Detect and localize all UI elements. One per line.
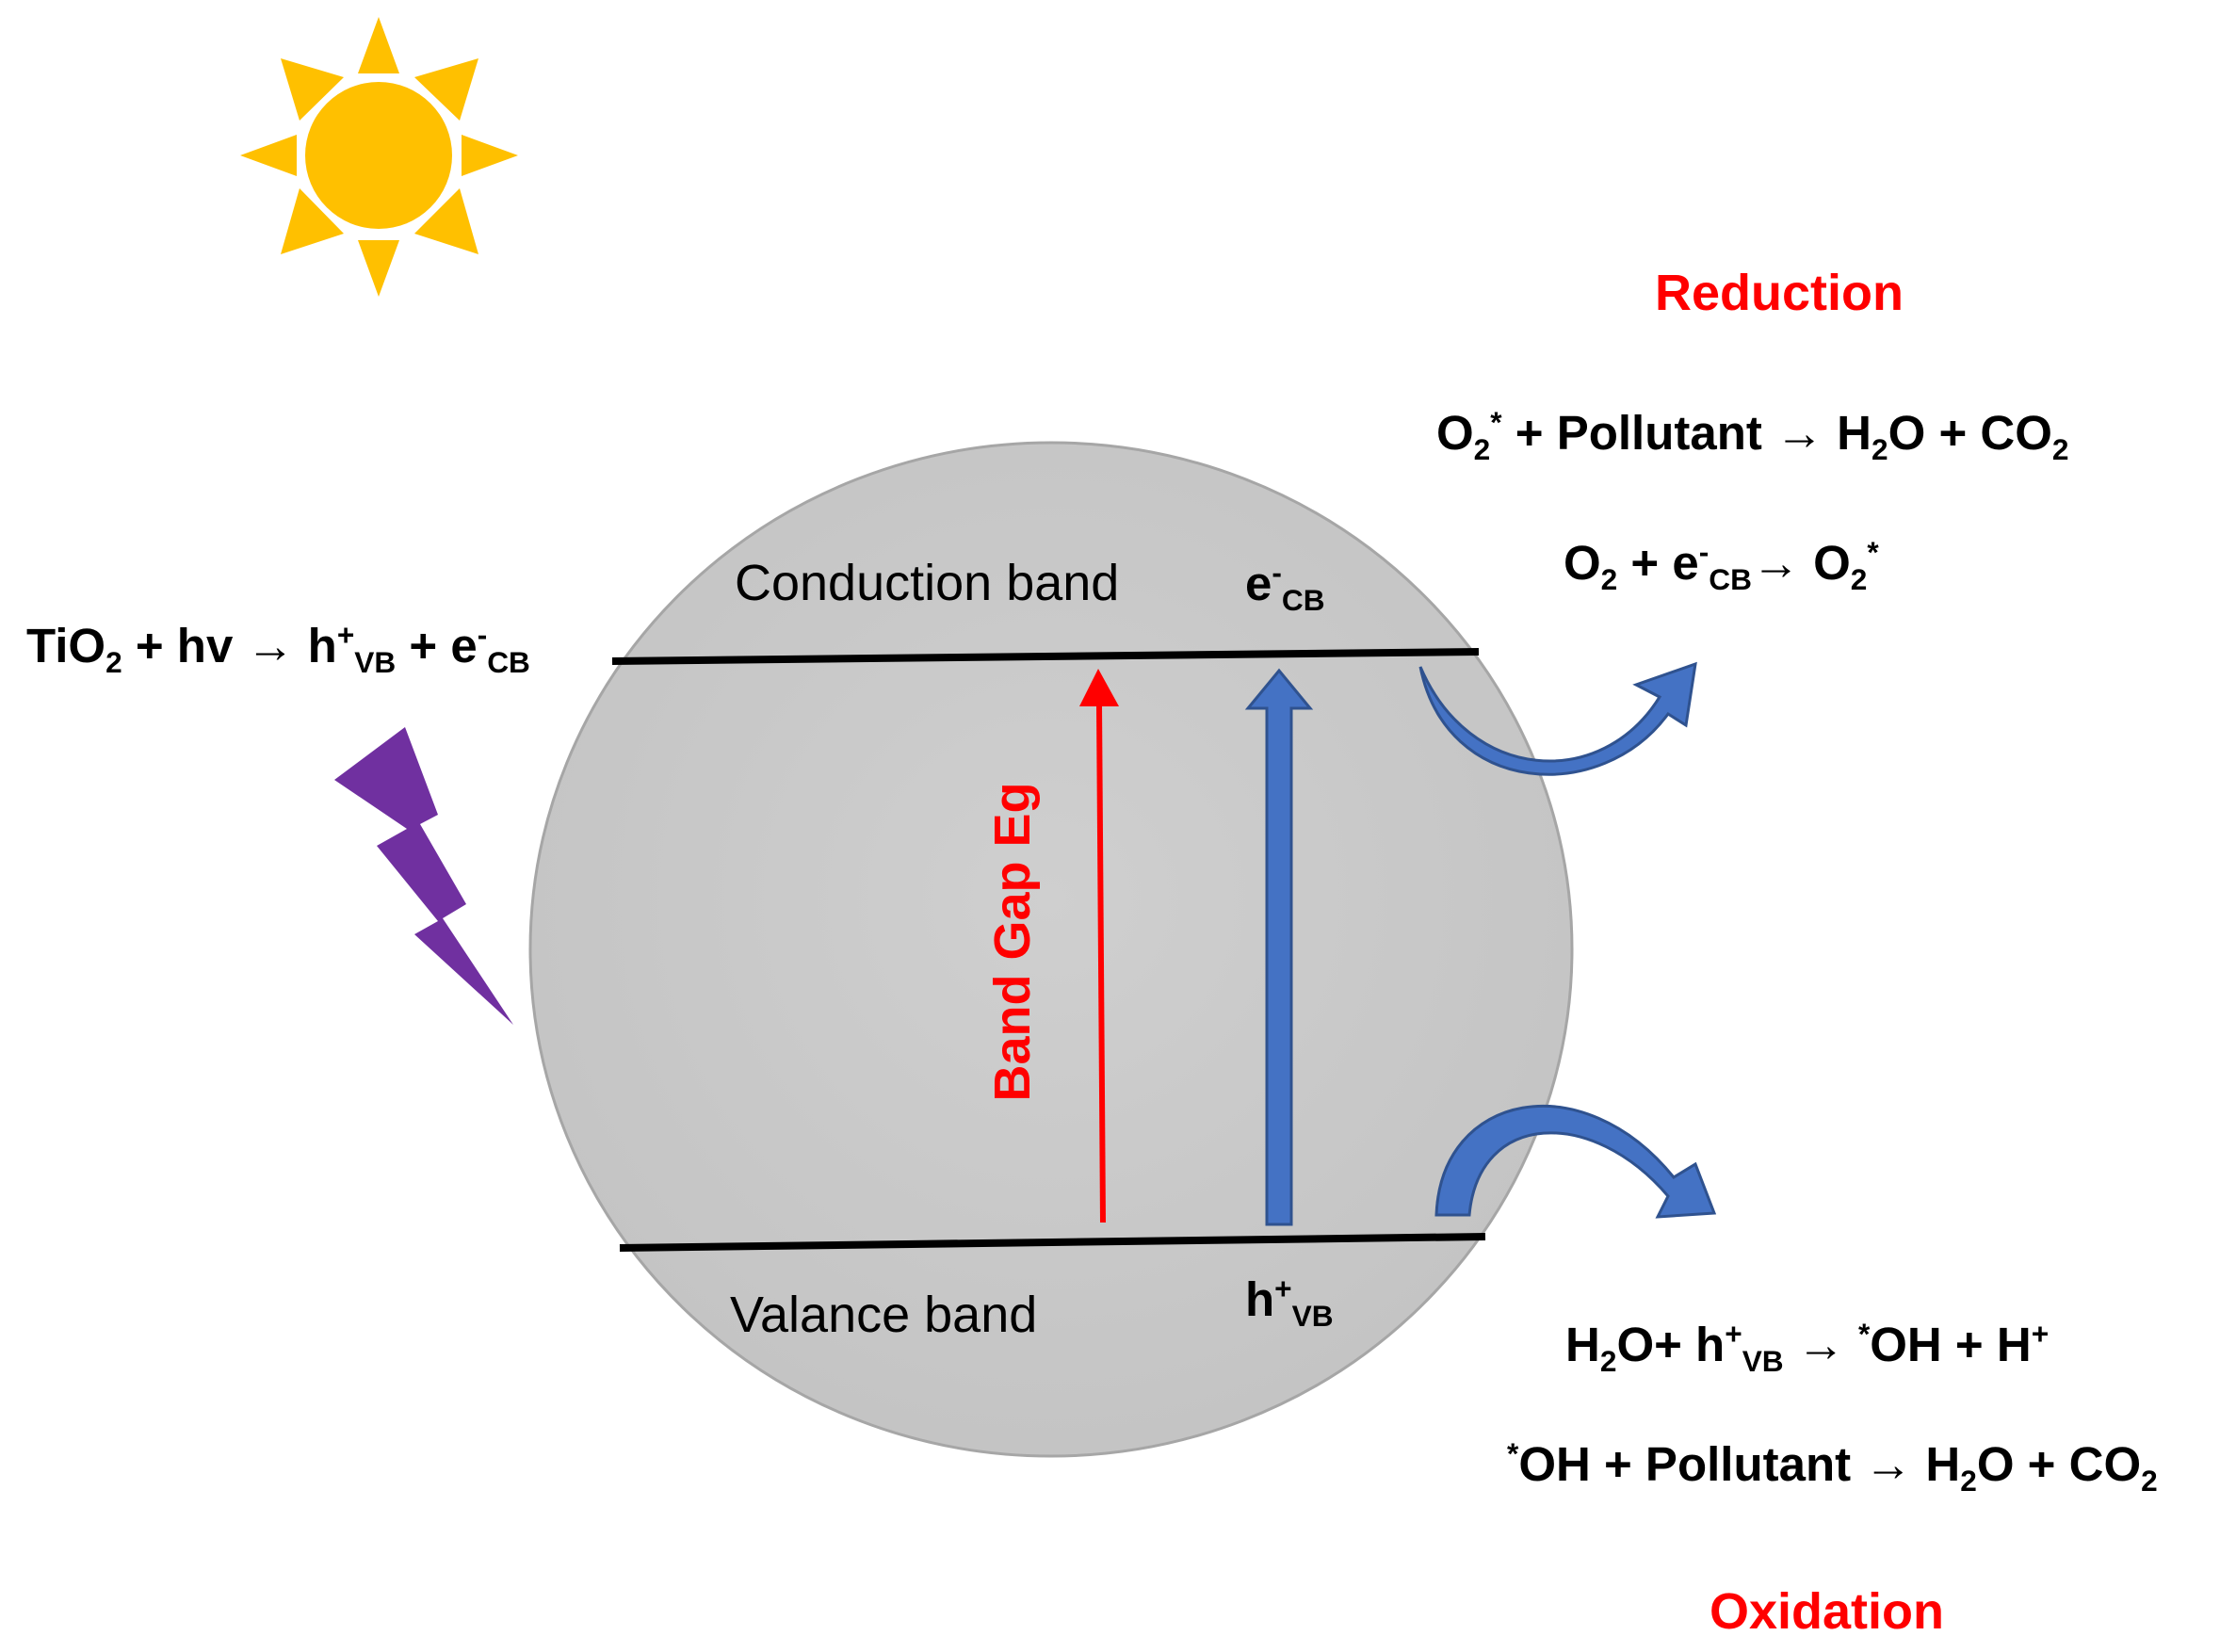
excitation-equation: TiO2 + hv → h+VB + e-CB [26,618,530,680]
lightning-bolt-icon [334,727,513,1025]
reduction-curved-arrow [1418,661,1697,776]
reduction-equation-2: O2 + e-CB→ O2* [1564,535,1879,597]
oxidation-curved-arrow [1434,1104,1717,1219]
oxidation-title: Oxidation [1710,1583,1945,1640]
conduction-band-edge [611,648,1480,665]
oxidation-equation-1: H2O+ h+VB → *OH + H+ [1565,1317,2050,1379]
valence-band-label: Valance band [730,1287,1038,1343]
valence-band-edge [619,1233,1486,1252]
tio2-particle [528,441,1574,1458]
conduction-band-label: Conduction band [735,555,1120,611]
electron-label: e-CB [1245,556,1325,618]
excitation-arrow [1244,668,1314,1226]
reduction-equation-1: O2* + Pollutant → H2O + CO2 [1436,405,2069,467]
band-gap-label: Band Gap Eg [984,782,1041,1102]
band-gap-arrow [1079,669,1119,1223]
reduction-title: Reduction [1655,265,1904,321]
oxidation-equation-2: *OH + Pollutant → H2O + CO2 [1507,1436,2158,1498]
hole-label: h+VB [1245,1271,1334,1334]
sun-icon [240,17,518,297]
